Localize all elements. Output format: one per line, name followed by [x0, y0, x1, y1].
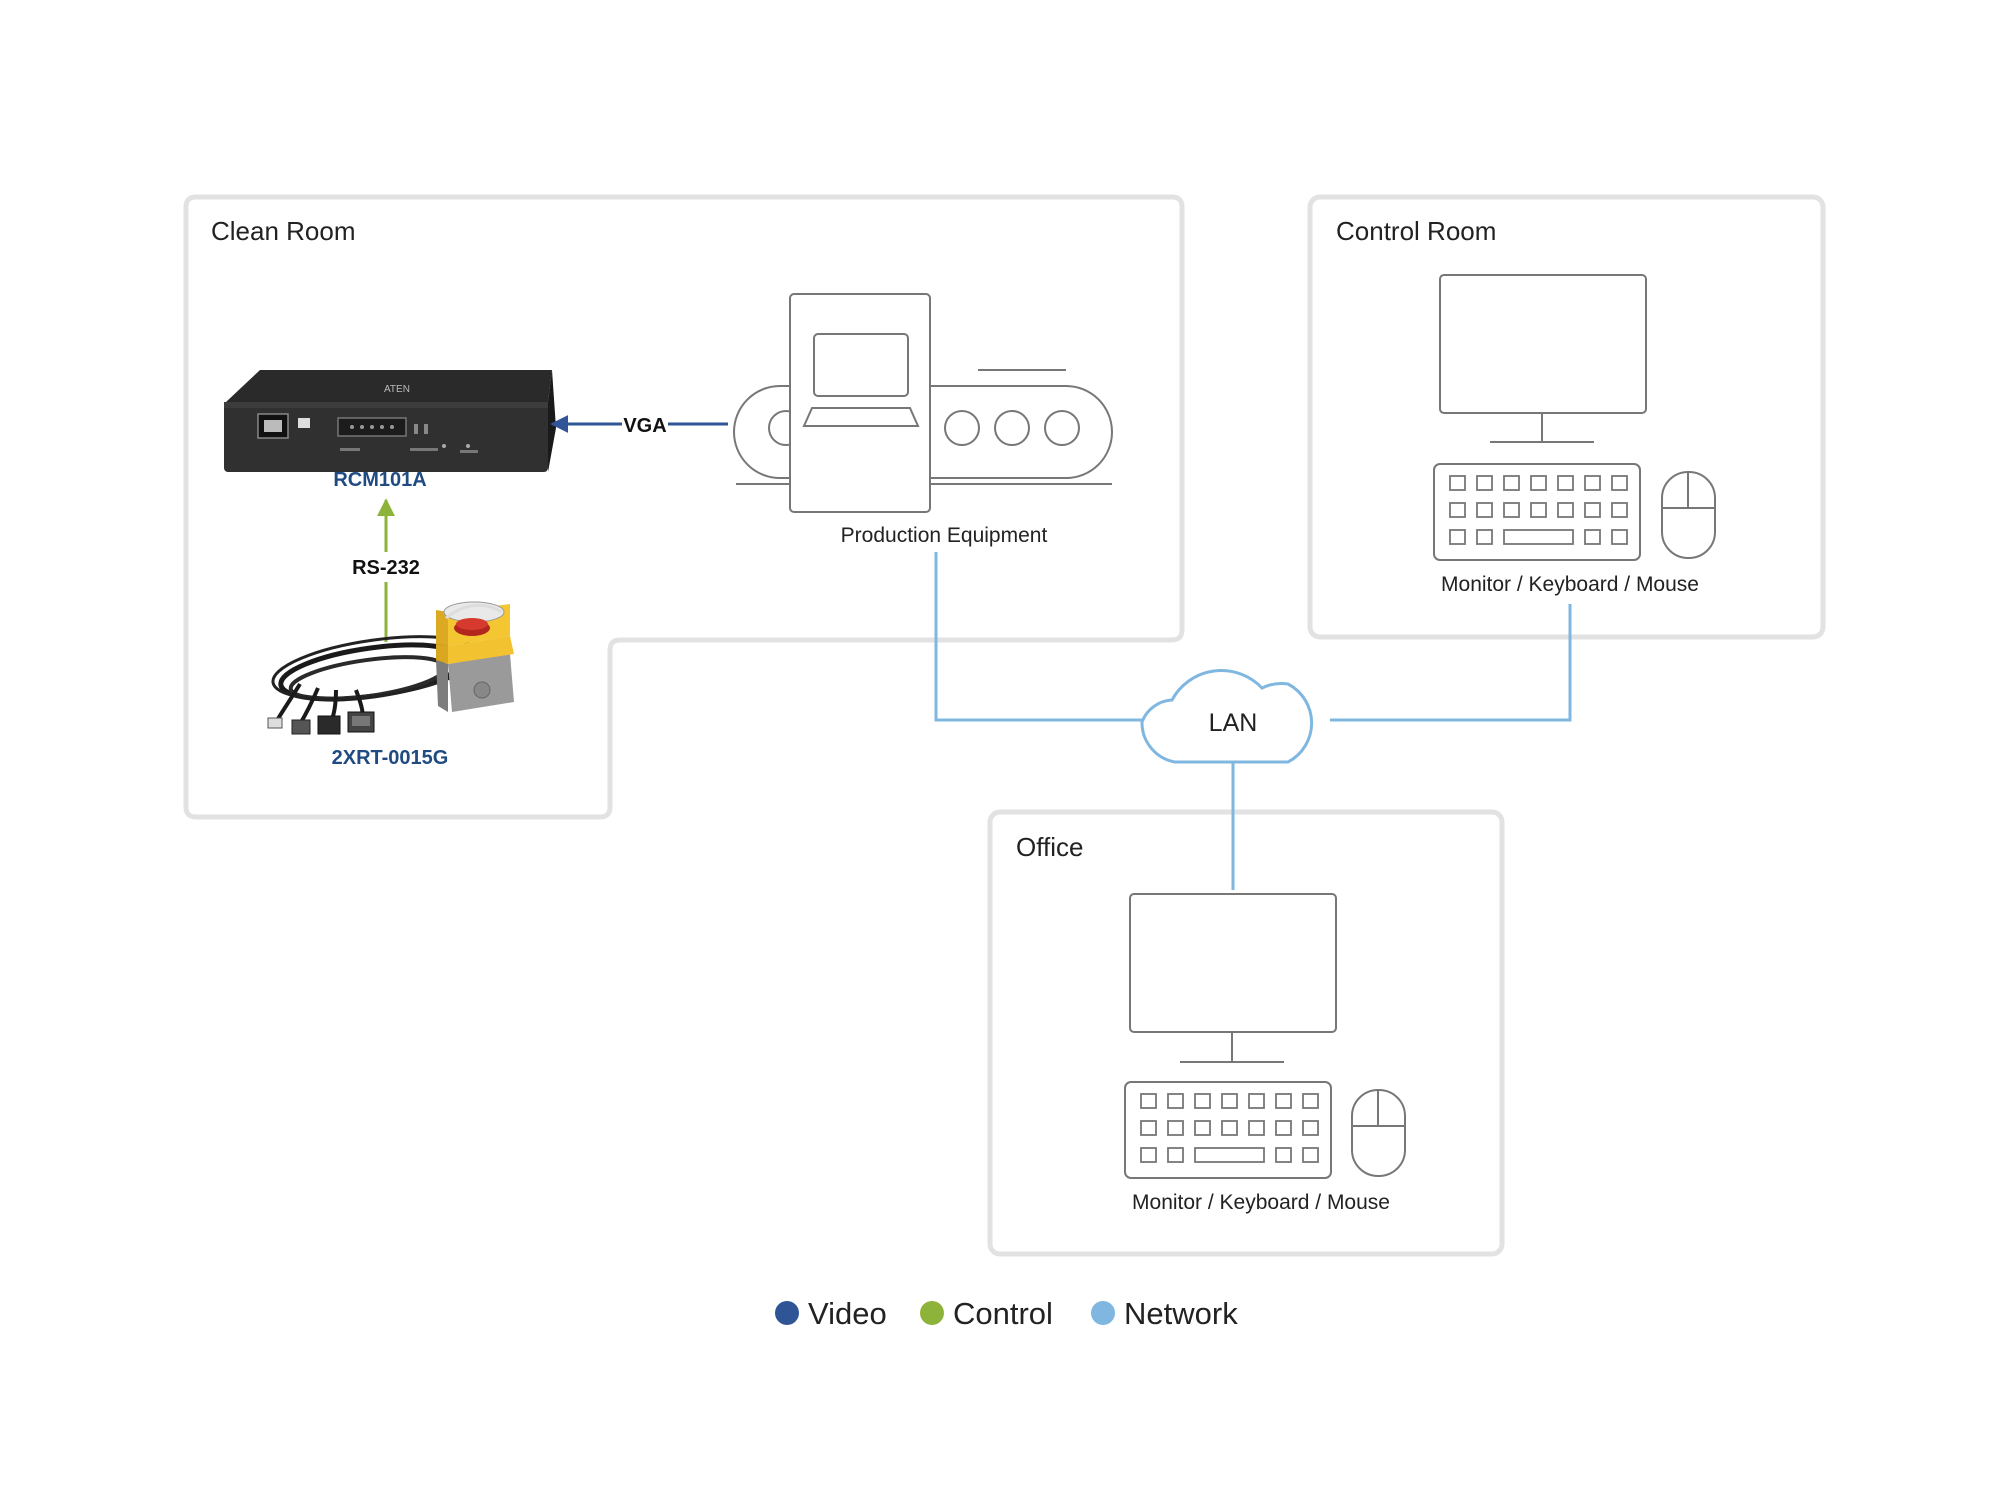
control-room-workstation-label: Monitor / Keyboard / Mouse	[1441, 573, 1699, 596]
clean-room-box	[183, 194, 1185, 820]
office-workstation-icon	[1124, 893, 1406, 1179]
2xrt-0015g-device	[267, 601, 514, 735]
rcm101a-label: RCM101A	[333, 469, 426, 491]
rs232-label: RS-232	[352, 557, 420, 579]
office-box	[987, 809, 1505, 1257]
control-room-workstation-icon	[1433, 274, 1716, 561]
lan-label: LAN	[1209, 709, 1258, 737]
legend-label-video: Video	[808, 1296, 887, 1331]
legend-dot-control	[920, 1301, 944, 1325]
legend-label-network: Network	[1124, 1296, 1238, 1331]
network-link-control-room	[1330, 604, 1572, 722]
control-room-title: Control Room	[1336, 216, 1496, 246]
clean-room-title: Clean Room	[211, 216, 356, 246]
legend: Video Control Network	[775, 1296, 1238, 1331]
vga-label: VGA	[623, 415, 666, 437]
office-workstation-label: Monitor / Keyboard / Mouse	[1132, 1191, 1390, 1214]
legend-dot-video	[775, 1301, 799, 1325]
office-title: Office	[1016, 832, 1083, 862]
legend-label-control: Control	[953, 1296, 1053, 1331]
svg-text:ATEN: ATEN	[384, 384, 410, 395]
production-equipment-label: Production Equipment	[841, 524, 1048, 547]
2xrt-0015g-label: 2XRT-0015G	[332, 747, 449, 769]
production-equipment-icon	[733, 293, 1113, 513]
lan-cloud-icon	[1140, 669, 1314, 764]
network-links	[934, 552, 1572, 890]
control-room-box	[1307, 194, 1826, 640]
network-link-production	[934, 552, 1142, 722]
legend-dot-network	[1091, 1301, 1115, 1325]
rcm101a-device: ATEN	[224, 370, 556, 472]
